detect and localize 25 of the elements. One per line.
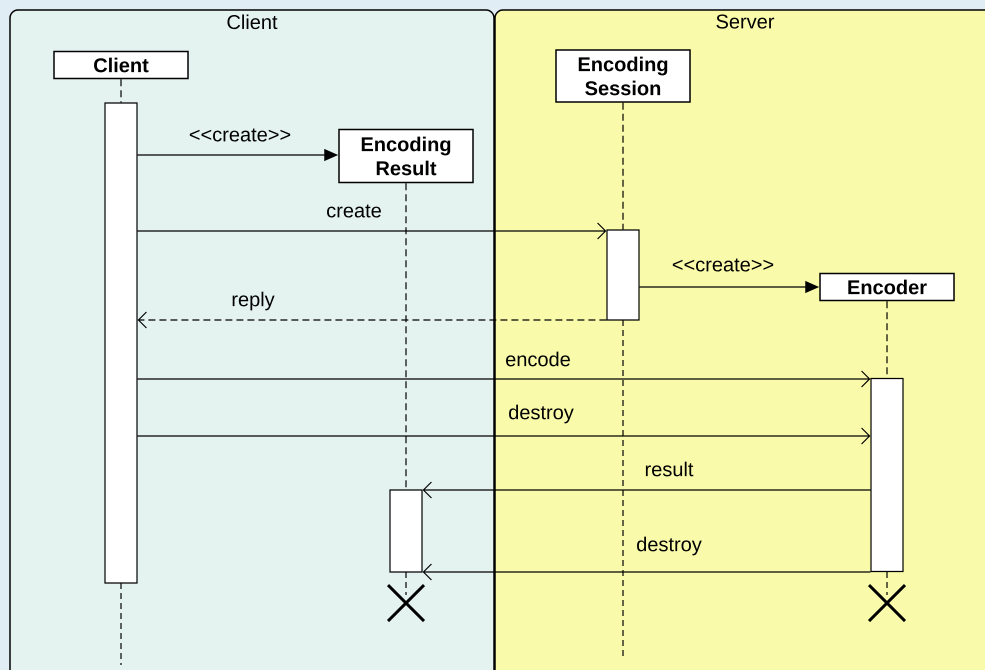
message-arrow xyxy=(138,312,606,328)
lifeline xyxy=(405,183,407,490)
edge-label: encode xyxy=(506,352,570,366)
edge-label: destroy xyxy=(509,404,574,424)
lifeline-head: Encoding Session xyxy=(555,49,691,103)
edge-label: <<create>> xyxy=(672,258,774,272)
lifeline-head: Encoding Result xyxy=(338,128,474,184)
message-arrow xyxy=(138,222,606,240)
message-arrow xyxy=(138,428,870,444)
activation-bar xyxy=(389,489,423,573)
lifeline-head: Encoder xyxy=(819,272,955,302)
activation-bar xyxy=(606,229,640,321)
edge-label: destroy xyxy=(637,536,702,556)
edge-label: create xyxy=(327,204,381,218)
message-arrow xyxy=(422,564,870,580)
edge-label: reply xyxy=(232,292,275,310)
message-arrow xyxy=(422,482,870,498)
lifeline xyxy=(120,79,122,102)
lifeline-head: Client xyxy=(53,50,189,80)
edge-label: <<create>> xyxy=(190,128,290,142)
message-arrow xyxy=(138,370,870,388)
edge-label: result xyxy=(646,462,694,476)
activation-bar xyxy=(104,102,138,584)
activation-bar xyxy=(870,378,904,572)
lifeline xyxy=(622,102,624,230)
